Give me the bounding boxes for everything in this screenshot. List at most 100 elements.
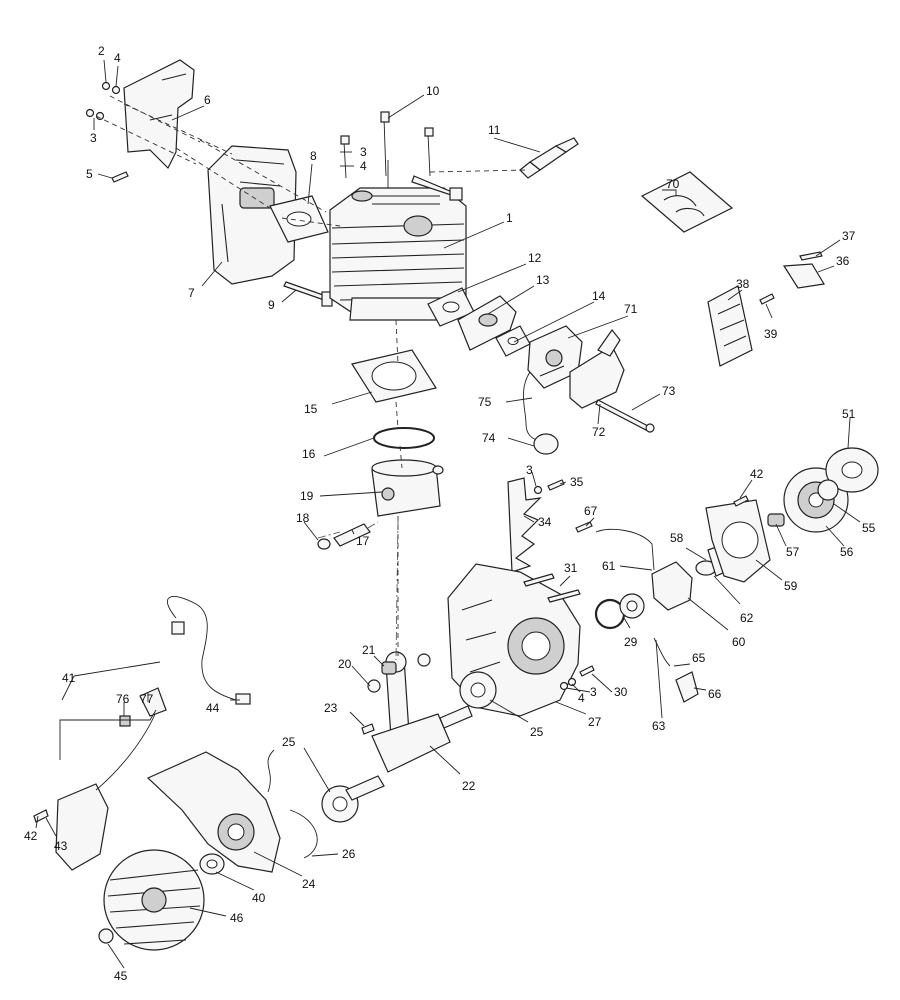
callout-62: 62 <box>740 611 754 625</box>
piston-ring <box>373 427 435 449</box>
callout-numbers: 2 4 3 5 6 7 8 9 10 3 4 11 1 12 13 14 71 … <box>24 44 876 983</box>
callout-9: 9 <box>268 298 275 312</box>
callout-3: 3 <box>590 685 597 699</box>
fuel-line <box>523 371 541 441</box>
callout-26: 26 <box>342 847 356 861</box>
callout-29: 29 <box>624 635 638 649</box>
callout-30: 30 <box>614 685 628 699</box>
callout-4: 4 <box>578 691 585 705</box>
parts-drawings <box>33 59 879 951</box>
callout-43: 43 <box>54 839 68 853</box>
crankcase-left <box>146 751 281 873</box>
cylinder-cover-plate <box>123 59 195 170</box>
callout-57: 57 <box>786 545 800 559</box>
callout-38: 38 <box>736 277 750 291</box>
flywheel <box>103 849 205 951</box>
washer <box>85 108 95 118</box>
piston-pin <box>333 523 371 547</box>
callout-41: 41 <box>62 671 76 685</box>
main-bearing <box>459 671 497 709</box>
callout-13: 13 <box>536 273 550 287</box>
callout-3: 3 <box>360 145 367 159</box>
muffler <box>207 145 297 285</box>
callout-34: 34 <box>538 515 552 529</box>
callout-35: 35 <box>570 475 584 489</box>
callout-51: 51 <box>842 407 856 421</box>
callout-24: 24 <box>302 877 316 891</box>
washer <box>101 81 111 91</box>
callout-71: 71 <box>624 302 638 316</box>
callout-4: 4 <box>114 51 121 65</box>
callout-8: 8 <box>310 149 317 163</box>
spark-plug <box>519 137 579 179</box>
callout-56: 56 <box>840 545 854 559</box>
callout-2: 2 <box>98 44 105 58</box>
callout-72: 72 <box>592 425 606 439</box>
callout-15: 15 <box>304 402 318 416</box>
callout-5: 5 <box>86 167 93 181</box>
ignition-module <box>55 687 167 871</box>
cylinder <box>329 187 467 321</box>
callout-42: 42 <box>750 467 764 481</box>
bracket <box>782 263 825 289</box>
callout-76: 76 <box>116 692 130 706</box>
needle-bearing <box>767 513 785 527</box>
callout-27: 27 <box>588 715 602 729</box>
callout-70: 70 <box>666 177 680 191</box>
flywheel-nut <box>98 928 114 944</box>
callout-7: 7 <box>188 286 195 300</box>
callout-19: 19 <box>300 489 314 503</box>
circlip <box>317 538 331 550</box>
piston <box>371 459 441 517</box>
callout-21: 21 <box>362 643 376 657</box>
crankshaft <box>345 651 473 801</box>
callout-45: 45 <box>114 969 128 983</box>
oil-line <box>595 528 655 571</box>
muffler-bolt <box>283 281 327 301</box>
callout-75: 75 <box>478 395 492 409</box>
callout-3: 3 <box>526 463 533 477</box>
callout-65: 65 <box>692 651 706 665</box>
clutch <box>825 447 879 493</box>
callout-39: 39 <box>764 327 778 341</box>
callout-74: 74 <box>482 431 496 445</box>
callout-63: 63 <box>652 719 666 733</box>
carburetor <box>527 325 583 389</box>
callout-22: 22 <box>462 779 476 793</box>
callout-25: 25 <box>282 735 296 749</box>
primer-bulb <box>533 433 559 455</box>
ground-wire <box>267 749 318 859</box>
oil-pump <box>651 561 693 611</box>
callout-17: 17 <box>356 534 370 548</box>
callout-73: 73 <box>662 384 676 398</box>
assembly-lines <box>95 95 529 661</box>
callout-14: 14 <box>592 289 606 303</box>
ignition-wire <box>166 596 237 701</box>
callout-36: 36 <box>836 254 850 268</box>
callout-20: 20 <box>338 657 352 671</box>
callout-58: 58 <box>670 531 684 545</box>
callout-16: 16 <box>302 447 316 461</box>
callout-46: 46 <box>230 911 244 925</box>
callout-44: 44 <box>206 701 220 715</box>
callout-3: 3 <box>90 131 97 145</box>
callout-18: 18 <box>296 511 310 525</box>
callout-10: 10 <box>426 84 440 98</box>
callout-60: 60 <box>732 635 746 649</box>
callout-66: 66 <box>708 687 722 701</box>
leader-lines <box>35 59 861 969</box>
screw <box>111 171 129 183</box>
callout-77: 77 <box>140 692 154 706</box>
gasket-kit-bag <box>640 171 734 233</box>
callout-37: 37 <box>842 229 856 243</box>
washer <box>111 85 121 95</box>
callout-11: 11 <box>488 123 501 137</box>
callout-4: 4 <box>360 159 367 173</box>
callout-55: 55 <box>862 521 876 535</box>
callout-67: 67 <box>584 504 598 518</box>
callout-61: 61 <box>602 559 616 573</box>
callout-31: 31 <box>564 561 578 575</box>
callout-25: 25 <box>530 725 544 739</box>
callout-1: 1 <box>506 211 513 225</box>
